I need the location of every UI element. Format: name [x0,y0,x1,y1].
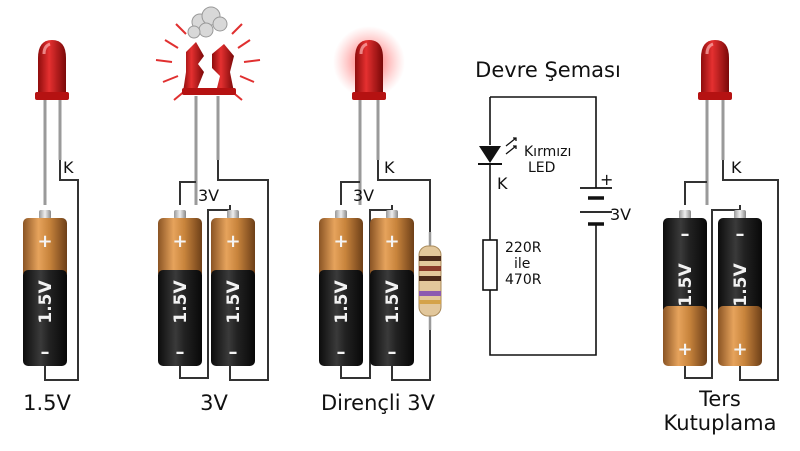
battery-2a-voltage: 1.5V [171,280,191,324]
schematic-wire-bottom [489,224,597,356]
battery-5b-minus: – [736,224,745,245]
diode-symbol [478,137,517,165]
resistor-label-line2: ile [514,256,530,272]
led-3 [350,38,388,102]
schematic-cathode-label: K [497,174,508,193]
broken-led-2 [182,42,236,95]
schematic-title: Devre Şeması [475,58,621,82]
wire-3a [377,160,431,232]
cathode-label-5: K [731,158,742,177]
panel-1: + 1.5V – K 1.5V [23,38,79,415]
caption-3: Dirençli 3V [321,391,436,415]
voltage-label-2: 3V [198,186,219,205]
battery-symbol-plus: + [600,170,613,189]
battery-3a-voltage: 1.5V [332,280,352,324]
burst-lines [155,23,261,101]
caption-5-line1: Ters [698,387,741,411]
panel-2: + + 1.5V 1.5V – – 3V 3V [155,6,269,415]
resistor [418,232,442,330]
battery-5b-plus: + [732,339,747,360]
led-5 [696,38,734,102]
battery-2a-minus: – [176,342,185,363]
battery-5a-plus: + [677,339,692,360]
battery-1-minus: – [41,342,50,363]
caption-5-line2: Kutuplama [664,411,777,435]
battery-2b-plus: + [225,231,240,252]
source-label: 3V [610,205,631,224]
wire-2b [179,181,196,205]
wire-1 [44,160,79,381]
battery-3b-minus: – [388,342,397,363]
caption-2: 3V [200,391,228,415]
wire-2c [179,205,231,379]
battery-2b-voltage: 1.5V [224,280,244,324]
battery-1-voltage: 1.5V [36,280,56,324]
battery-5a-minus: – [681,224,690,245]
led-1 [33,38,71,102]
panel-5: – – 1.5V 1.5V + + K Ters Kutuplama [663,38,779,435]
voltage-label-3: 3V [353,186,374,205]
wire-2a [217,160,269,381]
battery-1-plus: + [37,231,52,252]
schematic: Devre Şeması Kırmızı LED K 220R ile 470R… [475,58,631,356]
smoke-icon [187,6,228,39]
caption-1: 1.5V [23,391,71,415]
battery-5b-voltage: 1.5V [731,263,751,307]
cathode-label-3: K [384,158,395,177]
battery-3a-minus: – [337,342,346,363]
battery-2a-plus: + [172,231,187,252]
wire-5c [684,205,741,379]
resistor-label-line3: 470R [505,272,542,288]
resistor-label-line1: 220R [505,240,542,256]
wire-3c [340,181,360,205]
schematic-wire-top [490,96,597,188]
battery-5a-voltage: 1.5V [676,263,696,307]
battery-3b-voltage: 1.5V [383,280,403,324]
wire-5b [684,181,707,205]
wire-3b [391,330,431,381]
wire-5a [722,160,779,381]
cathode-label-1: K [63,158,74,177]
battery-symbol [580,187,612,226]
panel-3: + + 1.5V 1.5V – – 3V K Dirençli 3V [319,26,442,415]
battery-3b-plus: + [384,231,399,252]
battery-2b-minus: – [229,342,238,363]
led-label-line1: Kırmızı [524,144,571,160]
resistor-symbol [482,239,498,291]
led-label-line2: LED [528,160,555,176]
battery-3a-plus: + [333,231,348,252]
